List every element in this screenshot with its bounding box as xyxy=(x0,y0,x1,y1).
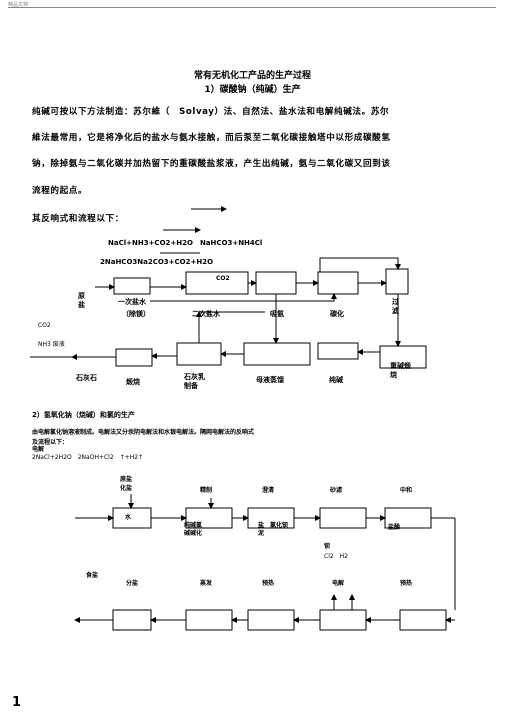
label-limestone: 石灰石 xyxy=(76,374,97,382)
label-clarify: 澄清 xyxy=(262,487,275,494)
box-separate xyxy=(112,609,152,631)
box-calcine xyxy=(115,348,153,367)
section2-desc2: 及流程以下： xyxy=(32,439,69,446)
label-filter: 过 滤 xyxy=(392,298,399,315)
box-filter xyxy=(385,268,409,295)
header-rule xyxy=(8,7,496,8)
label-sandfilter: 砂滤 xyxy=(330,487,343,494)
box-evap xyxy=(185,609,233,631)
label-table-salt: 食盐 xyxy=(86,572,99,579)
header-tag: 精品文档 xyxy=(8,2,29,8)
box-bicarb xyxy=(379,345,427,369)
section1-title: 1）碳酸钠（纯碱）生产 xyxy=(204,85,301,95)
intro-line-5: 其反响式和流程以下： xyxy=(32,214,124,224)
label-calcine: 煅烧 xyxy=(126,378,140,386)
box-soda xyxy=(317,342,359,360)
label-absorb: 吸氨 xyxy=(270,310,284,318)
label-gases: Cl2 H2 xyxy=(324,553,349,560)
intro-line-3: 钠，除掉氨与二氧化碳并加热留下的重碳酸盐浆液，产生出纯碱，氨与二氧化碳又回到该 xyxy=(32,159,391,169)
page-number: 1 xyxy=(12,695,22,710)
label-preheat-1: 预热 xyxy=(262,580,275,587)
label-co2-left: CO2 xyxy=(38,322,51,329)
section2-heading: 2）氢氧化钠（烧碱）和氯的生产 xyxy=(32,411,135,419)
section2-electrolysis: 电解 xyxy=(32,446,45,453)
label-co2-top: CO2 xyxy=(216,275,230,282)
box-lime xyxy=(176,342,222,366)
label-primary-brine: 一次盐水 xyxy=(118,298,146,306)
label-hcl: 盐酸 xyxy=(388,524,401,531)
box-preheat1 xyxy=(247,609,295,631)
label-bicarb: 重碱煅 烧 xyxy=(390,362,411,379)
label-refine: 精制 xyxy=(200,487,213,494)
label-carbonize: 碳化 xyxy=(330,310,344,318)
box-electro xyxy=(319,609,367,631)
section2-equation: 2NaCl+2H2O 2NaOH+Cl2 ↑+H2↑ xyxy=(32,454,144,461)
label-raw-salt: 原 盐 xyxy=(78,292,85,309)
label-nh3-waste: NH3 废液 xyxy=(38,341,65,348)
box-primary-brine xyxy=(113,277,151,295)
label-preheat-2: 预热 xyxy=(400,580,413,587)
label-soda-ash: 纯碱 xyxy=(329,376,343,384)
label-water: 水 xyxy=(125,514,132,521)
intro-line-1: 纯碱可按以下方法制造：苏尔維（ Solvay）法、自然法、盐水法和电解纯碱法。苏… xyxy=(32,107,390,117)
label-lime-milk: 石灰乳 制备 xyxy=(184,373,205,390)
doc-title: 常有无机化工产品的生产过程 xyxy=(193,71,311,81)
box-water xyxy=(112,507,152,529)
box-mother xyxy=(243,342,311,366)
intro-line-2: 維法最常用，它是将净化后的盐水与氨水接触，而后泵至二氧化碳接触塔中以形成碳酸氢 xyxy=(32,133,391,143)
label-salt-mud: 盐 氯化钡 泥 xyxy=(258,522,289,537)
label-neutralize: 中和 xyxy=(400,487,413,494)
box-sandfilter xyxy=(319,507,367,529)
section2-desc: 由电解氯化钠溶液制成。电解法又分汞阴电解法和水银电解法。隔网电解法的反响式 xyxy=(32,429,255,436)
label-electrolyze: 电解 xyxy=(332,580,345,587)
label-secondary-brine: 二次盐水 xyxy=(192,310,220,318)
label-raw-dissolve: 原盐 化盐 xyxy=(120,476,133,492)
label-mother-liquor: 母液蒸馏 xyxy=(256,376,284,384)
label-soda-barium: 纯碱氯 碱碱化 xyxy=(184,522,203,537)
label-separate-salt: 分盐 xyxy=(126,580,139,587)
intro-line-4: 流程的起点。 xyxy=(32,186,88,196)
reaction-eq-2: 2NaHCO3Na2CO3+CO2+H2O xyxy=(100,258,214,266)
box-carbonize xyxy=(317,271,359,295)
reaction-eq-1: NaCl+NH3+CO2+H2O NaHCO3+NH4Cl xyxy=(108,239,263,247)
box-preheat2 xyxy=(399,609,447,631)
box-absorb xyxy=(255,271,297,295)
label-barium: 钡 xyxy=(324,543,331,550)
label-purify: （除镁） xyxy=(122,310,150,318)
label-evaporate: 蒸发 xyxy=(200,580,213,587)
